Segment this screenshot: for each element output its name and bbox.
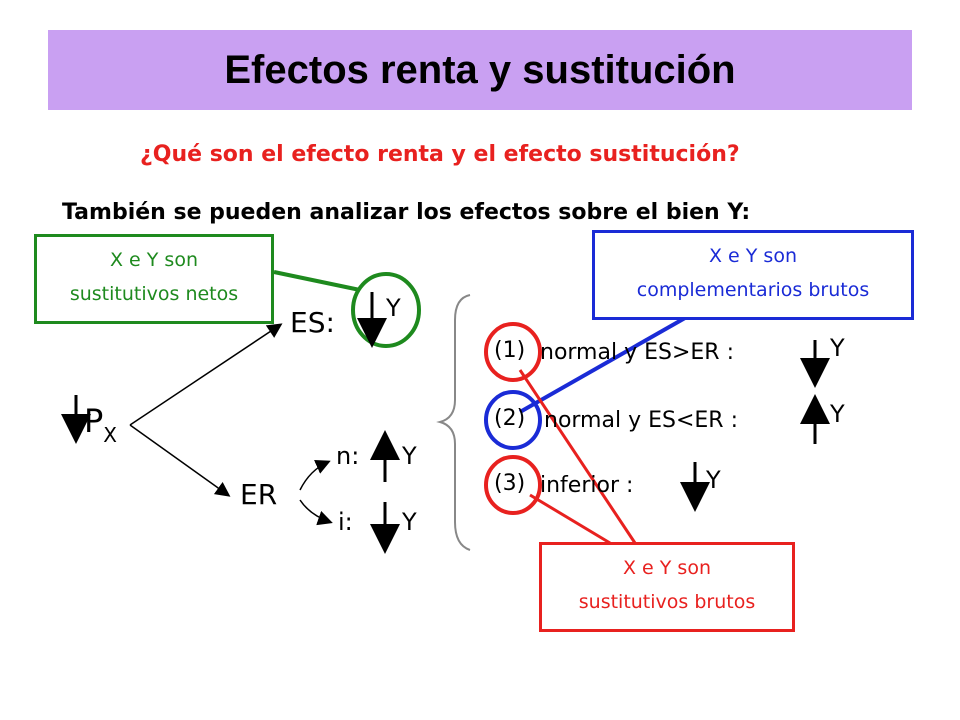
blue-box: X e Y son complementarios brutos (592, 230, 914, 320)
green-box: X e Y son sustitutivos netos (34, 234, 274, 324)
title-bar: Efectos renta y sustitución (48, 30, 912, 110)
case2-y: Y (830, 400, 845, 428)
case3-number: (3) (494, 471, 526, 496)
page-title: Efectos renta y sustitución (224, 47, 736, 92)
case2-number: (2) (494, 406, 526, 431)
blue-box-line1: X e Y son (709, 245, 797, 267)
branch-es (129, 323, 283, 426)
red-box: X e Y son sustitutivos brutos (539, 542, 795, 632)
brace (436, 294, 471, 551)
case3-y: Y (706, 466, 721, 494)
red-connector-3 (529, 493, 611, 545)
es-label: ES: (290, 306, 335, 339)
branch-er (129, 424, 231, 497)
er-label: ER (240, 478, 278, 511)
px-label: PX (84, 402, 117, 447)
case1-circle (484, 322, 542, 382)
n-label: n: (336, 442, 360, 470)
red-box-line1: X e Y son (623, 557, 711, 579)
green-box-line1: X e Y son (110, 249, 198, 271)
green-connector (273, 270, 361, 292)
i-y: Y (402, 508, 417, 536)
branch-i (299, 499, 333, 526)
red-box-line2: sustitutivos brutos (578, 591, 756, 613)
blue-connector (519, 316, 686, 414)
branch-n (299, 460, 331, 491)
subtitle-text: También se pueden analizar los efectos s… (62, 200, 751, 225)
red-connector-1 (518, 369, 637, 544)
green-box-line2: sustitutivos netos (69, 283, 239, 305)
case2-text: normal y ES<ER : (544, 408, 738, 433)
i-label: i: (338, 508, 353, 536)
n-y: Y (402, 442, 417, 470)
case1-text: normal y ES>ER : (540, 340, 734, 365)
case3-circle (484, 455, 542, 515)
es-y: Y (386, 294, 401, 322)
case1-y: Y (830, 334, 845, 362)
case1-number: (1) (494, 338, 526, 363)
blue-box-line2: complementarios brutos (636, 279, 870, 301)
case2-circle (484, 390, 542, 450)
question-text: ¿Qué son el efecto renta y el efecto sus… (140, 142, 740, 167)
case3-text: inferior : (540, 473, 634, 498)
